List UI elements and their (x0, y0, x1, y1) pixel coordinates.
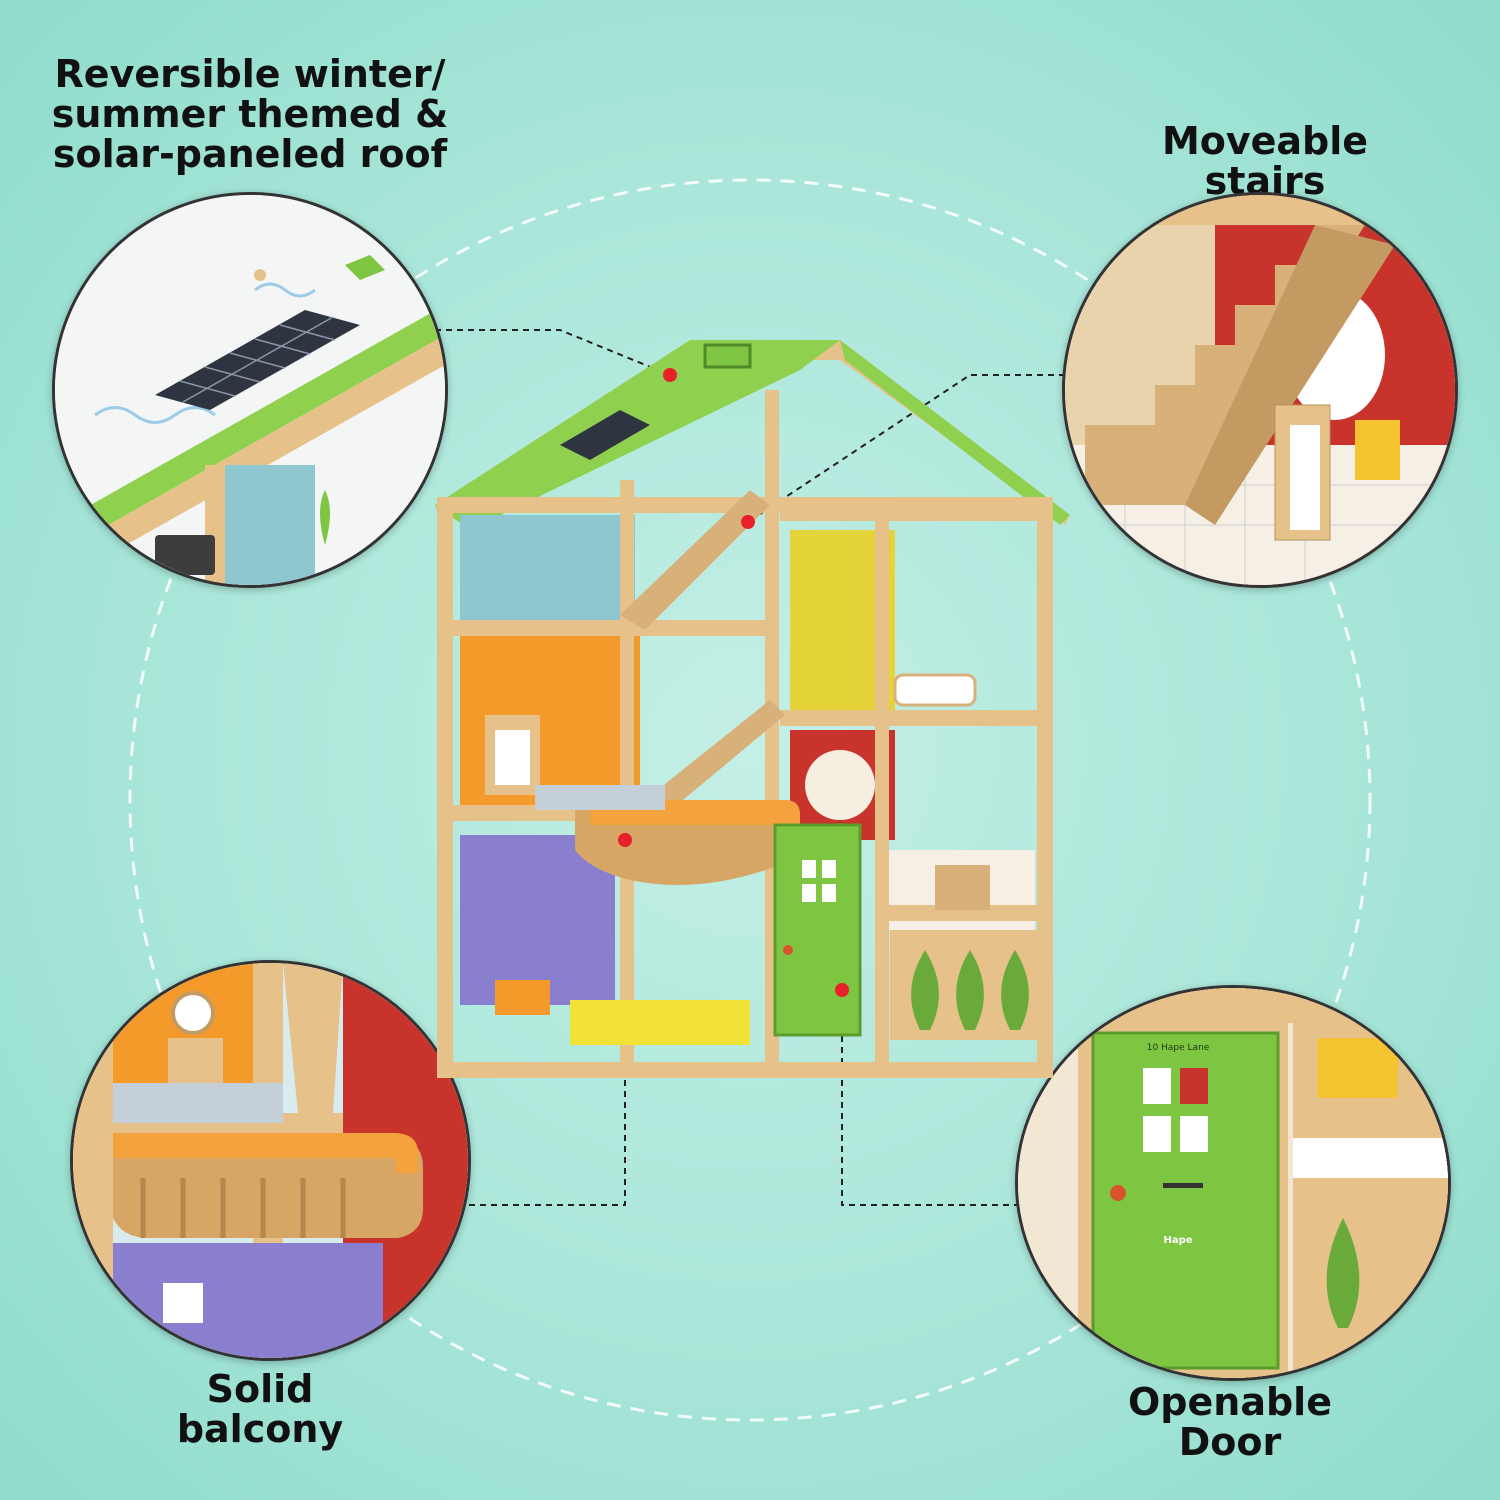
moveable-stairs-closeup-image (1065, 195, 1455, 585)
roof-hatch (703, 343, 752, 369)
stairs-closeup-circle (1062, 192, 1458, 588)
solar-roof-closeup-image (55, 195, 445, 585)
roof-green-panel (435, 340, 840, 530)
solar-panel (560, 410, 650, 460)
bath-tub (893, 673, 977, 707)
door-callout-dot (835, 983, 849, 997)
roof-green-panel-right (840, 340, 1070, 525)
roof-callout-dot (663, 368, 677, 382)
roof-feature-label: Reversible winter/ summer themed & solar… (51, 52, 449, 176)
door-closeup-circle: 10 Hape Lane Hape (1015, 985, 1451, 1381)
yellow-floor-panel (570, 1000, 750, 1045)
balcony-closeup-image (73, 963, 468, 1358)
hape-logo-text: Hape (1163, 1235, 1192, 1246)
sofa (495, 980, 550, 1015)
door-feature-label: Openable Door (1128, 1380, 1332, 1464)
roof-closeup-circle (52, 192, 448, 588)
attic-blue-wall (460, 515, 635, 620)
dollhouse-illustration (435, 340, 1070, 1078)
balcony-callout-dot (618, 833, 632, 847)
stairs-lower (645, 700, 785, 815)
stairs (620, 490, 770, 630)
bed (535, 785, 665, 810)
stairs-feature-label: Moveable stairs (1161, 119, 1369, 203)
door-sign-text: 10 Hape Lane (1147, 1043, 1210, 1053)
living-purple-wall (460, 835, 615, 1005)
green-door (773, 823, 862, 1037)
balcony-feature-label: Solid balcony (176, 1367, 344, 1451)
stairs-callout-dot (741, 515, 755, 529)
openable-door-closeup-image: 10 Hape Lane Hape (1018, 988, 1448, 1378)
balcony-closeup-circle (70, 960, 471, 1361)
kitchen-stove (935, 865, 990, 910)
